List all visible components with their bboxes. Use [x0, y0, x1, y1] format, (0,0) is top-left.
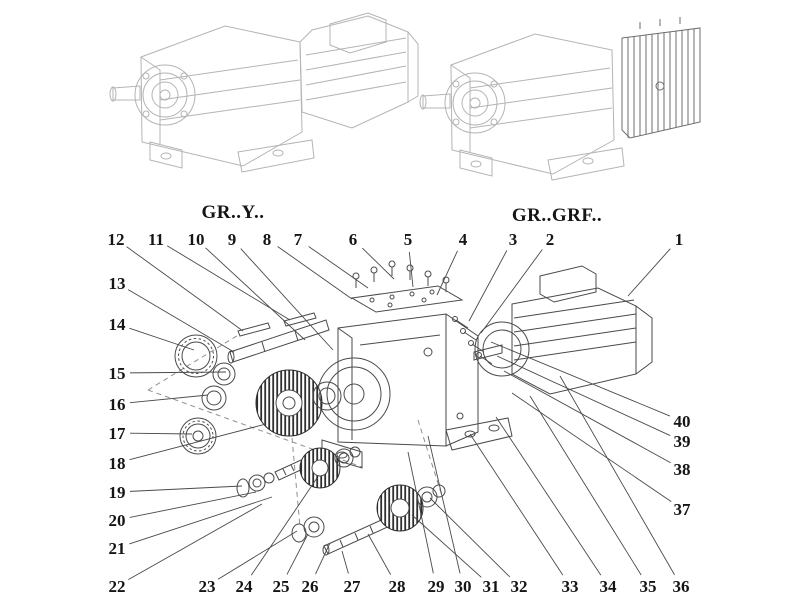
leader-line-8 — [277, 246, 353, 300]
leader-line-21 — [129, 496, 273, 545]
output-shaft-parts — [291, 484, 446, 556]
leader-line-37 — [511, 392, 672, 503]
leader-line-10 — [205, 247, 306, 341]
leader-line-29 — [407, 451, 434, 574]
callout-number-18: 18 — [109, 454, 126, 473]
figure-label-gr-y: GR..Y.. — [201, 202, 265, 223]
input-shaft-and-keys — [227, 312, 330, 364]
leader-line-33 — [469, 433, 564, 576]
compact-motor-block — [621, 17, 701, 139]
leader-line-31 — [411, 514, 482, 578]
leader-line-14 — [129, 327, 195, 351]
leader-line-28 — [367, 533, 392, 575]
callout-number-15: 15 — [109, 364, 126, 383]
left-bearings-and-rings — [174, 334, 236, 455]
leader-line-6 — [361, 247, 395, 280]
leader-line-18 — [129, 423, 267, 461]
callout-number-24: 24 — [236, 577, 254, 596]
callout-number-27: 27 — [344, 577, 362, 596]
leader-line-16 — [129, 394, 209, 404]
callout-number-5: 5 — [404, 230, 413, 249]
leader-line-2 — [480, 249, 543, 334]
leader-line-32 — [429, 497, 511, 578]
callout-number-31: 31 — [483, 577, 500, 596]
callout-number-23: 23 — [199, 577, 216, 596]
leader-line-34 — [495, 416, 602, 576]
callout-number-2: 2 — [546, 230, 555, 249]
leader-line-23 — [217, 530, 298, 580]
callout-number-36: 36 — [673, 577, 690, 596]
callout-number-39: 39 — [674, 432, 691, 451]
callout-number-33: 33 — [562, 577, 579, 596]
callout-number-4: 4 — [459, 230, 468, 249]
leader-line-11 — [166, 245, 291, 321]
leader-line-20 — [129, 491, 257, 518]
exploded-view-drawing — [147, 260, 653, 556]
leader-line-36 — [559, 375, 675, 575]
callout-number-8: 8 — [263, 230, 272, 249]
leader-line-26 — [315, 542, 331, 575]
leader-line-5 — [408, 251, 414, 288]
leader-line-38 — [503, 370, 671, 464]
callout-number-22: 22 — [109, 577, 126, 596]
leader-line-12 — [126, 246, 244, 332]
lower-left-parts — [236, 446, 361, 498]
motor-studs — [452, 316, 493, 365]
leader-line-3 — [468, 250, 508, 322]
callout-number-3: 3 — [509, 230, 518, 249]
primary-gear-cluster — [255, 369, 342, 437]
leader-line-17 — [129, 432, 193, 435]
callout-number-6: 6 — [349, 230, 358, 249]
leader-line-13 — [127, 289, 235, 353]
callout-number-7: 7 — [294, 230, 303, 249]
callout-number-19: 19 — [109, 483, 126, 502]
leader-line-7 — [308, 246, 369, 289]
callout-number-25: 25 — [273, 577, 290, 596]
leader-line-39 — [496, 355, 671, 436]
top-cover-plate — [350, 285, 464, 313]
callout-number-35: 35 — [640, 577, 657, 596]
figure-label-gr-grf: GR..GRF.. — [511, 205, 603, 226]
leader-line-1 — [627, 248, 671, 297]
callout-number-16: 16 — [109, 395, 126, 414]
leader-line-27 — [341, 550, 349, 574]
motor-assembly — [452, 265, 653, 395]
callout-number-1: 1 — [675, 230, 684, 249]
callout-number-14: 14 — [109, 315, 127, 334]
leader-line-4 — [436, 250, 458, 296]
callout-number-13: 13 — [109, 274, 126, 293]
callout-number-9: 9 — [228, 230, 237, 249]
callout-number-26: 26 — [302, 577, 319, 596]
cover-screws — [352, 260, 450, 292]
callout-number-38: 38 — [674, 460, 691, 479]
callout-number-30: 30 — [455, 577, 472, 596]
callout-number-34: 34 — [600, 577, 618, 596]
callout-number-12: 12 — [108, 230, 125, 249]
leader-line-19 — [129, 485, 243, 492]
assembled-view-gr-y-drawing — [109, 12, 419, 173]
callout-number-20: 20 — [109, 511, 126, 530]
leader-line-30 — [427, 435, 461, 574]
gearbox-housing — [317, 313, 513, 469]
leader-line-25 — [286, 533, 309, 575]
callout-number-11: 11 — [148, 230, 164, 249]
callout-number-37: 37 — [674, 500, 692, 519]
leader-line-9 — [240, 248, 334, 351]
callout-number-10: 10 — [188, 230, 205, 249]
callout-number-29: 29 — [428, 577, 445, 596]
leader-line-35 — [529, 395, 642, 576]
callout-number-28: 28 — [389, 577, 406, 596]
leader-line-22 — [128, 503, 263, 580]
leader-line-24 — [250, 477, 318, 576]
callout-number-32: 32 — [511, 577, 528, 596]
callout-number-40: 40 — [674, 412, 691, 431]
callout-number-17: 17 — [109, 424, 127, 443]
leader-line-15 — [129, 371, 227, 374]
callout-number-21: 21 — [109, 539, 126, 558]
assembled-view-gr-grf-drawing — [419, 17, 701, 181]
leader-line-40 — [490, 341, 671, 417]
